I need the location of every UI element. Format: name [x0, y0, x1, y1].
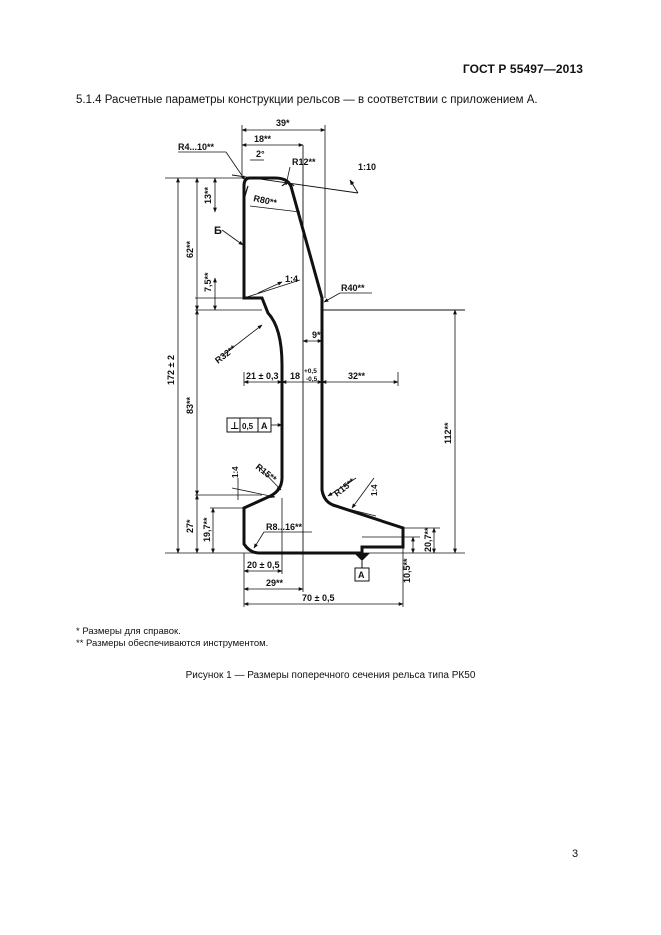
dim-foot-height: 27* [185, 519, 195, 533]
dim-angle-2: 2° [256, 149, 265, 159]
slope-1-4-left: 1:4 [231, 466, 240, 478]
view-label-b: Б [214, 225, 222, 237]
dim-web-thickness: 18 [290, 371, 300, 381]
dim-w32: 32** [348, 371, 366, 381]
document-standard-number: ГОСТ Р 55497—2013 [462, 62, 583, 76]
tolerance-value: 0,5 [242, 422, 254, 431]
radius-r8-16: R8...16** [266, 522, 303, 532]
datum-a-label: A [358, 570, 365, 580]
dim-h7-5: 7,5** [203, 272, 213, 292]
dim-h112: 112** [443, 422, 453, 444]
footnote-reference-dimensions: * Размеры для справок. [76, 626, 181, 637]
slope-1-4-upper: 1:4 [285, 274, 298, 284]
dim-top-width: 39* [276, 118, 290, 128]
slope-1-10-label: 1:10 [358, 162, 376, 172]
dim-w20: 20 ± 0,5 [247, 560, 279, 570]
rail-profile-outline [242, 176, 405, 555]
dim-head-half: 18** [254, 134, 272, 144]
dim-w70: 70 ± 0,5 [302, 593, 334, 603]
dim-h13: 13** [203, 186, 213, 204]
radius-r80: R80** [253, 193, 279, 208]
radius-r15-left: R15** [254, 462, 279, 485]
clause-text: 5.1.4 Расчетные параметры конструкции ре… [76, 94, 538, 106]
dim-h10-5: 10,5** [402, 558, 412, 583]
radius-r4-10: R4...10** [178, 142, 215, 152]
radius-r12: R12** [292, 157, 316, 167]
dim-w29: 29** [266, 578, 284, 588]
dim-web-height: 83** [185, 396, 195, 414]
dim-w21: 21 ± 0,3 [246, 371, 278, 381]
dim-web-tol-minus: -0,5 [306, 376, 318, 383]
dim-w9: 9* [312, 330, 321, 340]
tolerance-symbol: ⊥ [230, 421, 239, 432]
tolerance-datum: A [261, 421, 268, 431]
datum-a-symbol: A [354, 553, 370, 582]
dim-web-tol-plus: +0,5 [304, 368, 317, 375]
perpendicularity-tolerance-frame: ⊥ 0,5 A [226, 417, 283, 433]
dim-h19-7: 19,7** [202, 517, 212, 542]
dim-h20-7: 20,7** [423, 527, 433, 552]
slope-1-4-right: 1:4 [370, 484, 379, 496]
dim-rail-height: 172 ± 2 [166, 355, 176, 385]
page-number: 3 [572, 848, 579, 860]
dim-head-height: 62** [185, 240, 195, 258]
radius-r40: R40** [341, 283, 365, 293]
figure-caption: Рисунок 1 — Размеры поперечного сечения … [185, 670, 476, 681]
footnote-tool-dimensions: ** Размеры обеспечиваются инструментом. [76, 638, 269, 649]
